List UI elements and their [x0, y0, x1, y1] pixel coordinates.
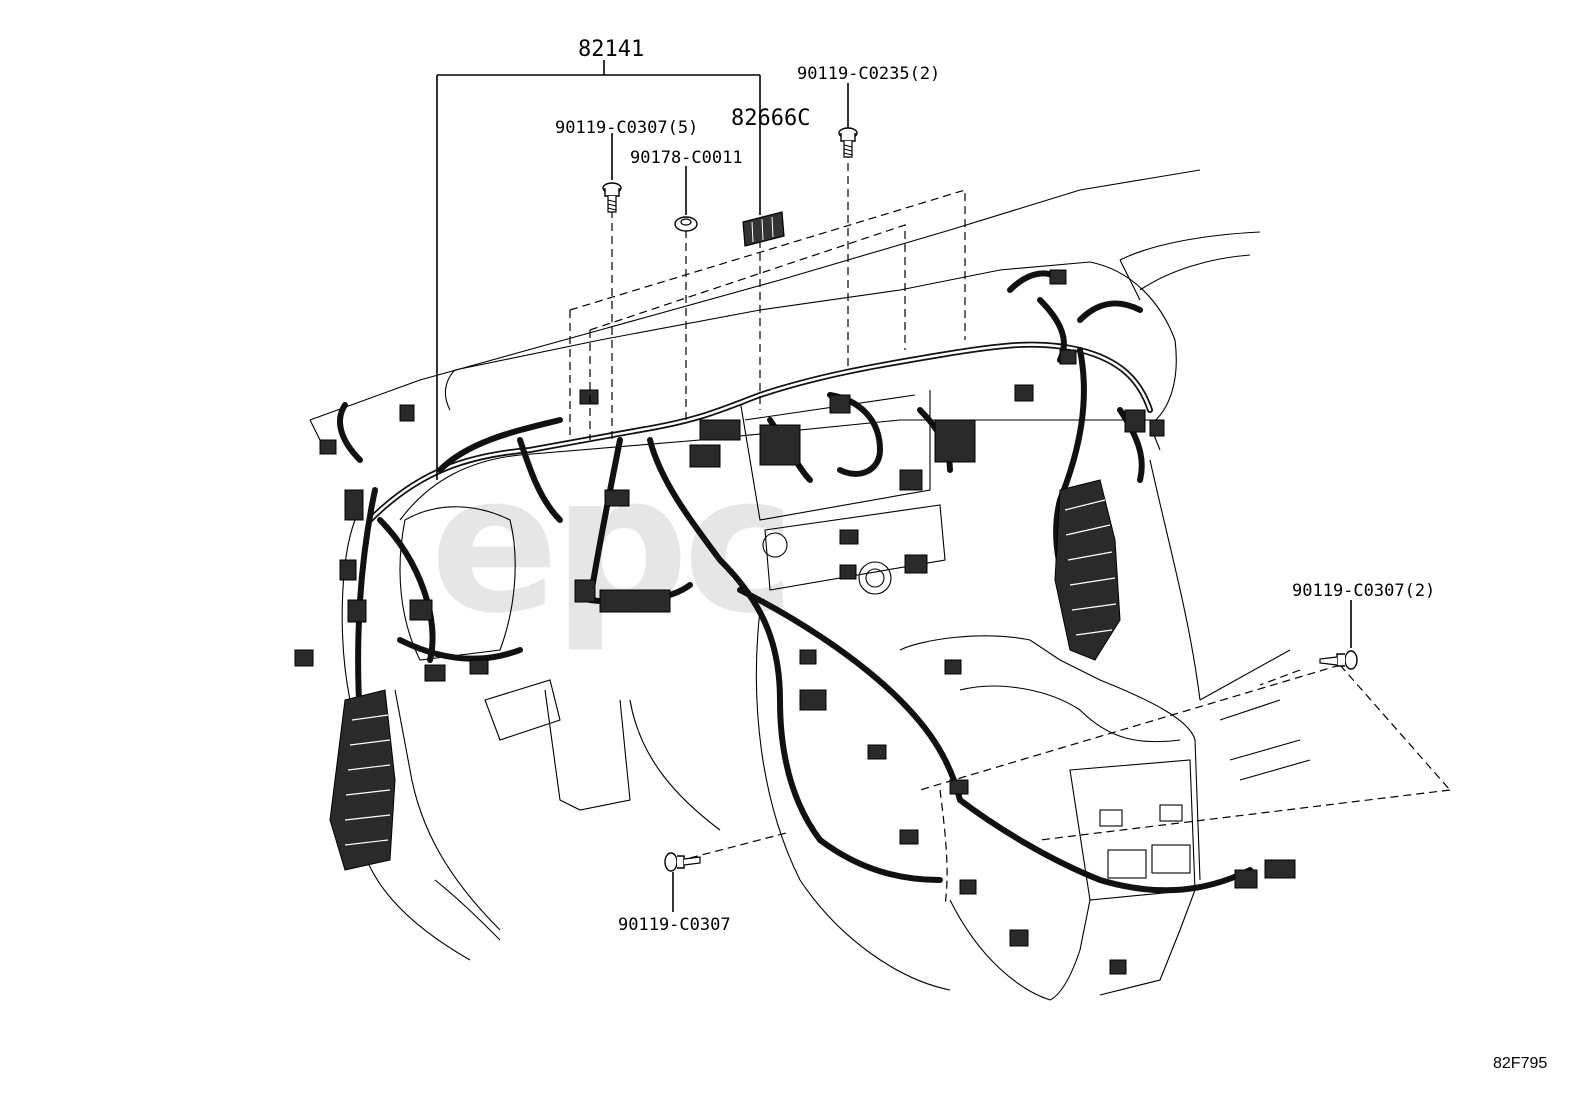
bolt-90119-c0307-x2 [1319, 650, 1358, 670]
label-82666c: 82666C [731, 106, 810, 131]
label-90119-c0307-2: 90119-C0307(2) [1292, 581, 1435, 601]
clip-90178-c0011 [674, 216, 698, 232]
label-90119-c0307-5: 90119-C0307(5) [555, 118, 698, 138]
bolt-90119-c0307 [664, 852, 701, 872]
label-90119-c0235-2: 90119-C0235(2) [797, 64, 940, 84]
label-90178-c0011: 90178-C0011 [630, 148, 743, 168]
dashed-assembly-lines [569, 150, 1451, 906]
bolt-90119-c0235 [838, 127, 858, 158]
label-82141: 82141 [578, 37, 644, 62]
label-90119-c0307: 90119-C0307 [618, 915, 731, 935]
bracket-82666c [742, 211, 785, 247]
svg-text:epc: epc [430, 434, 790, 655]
figure-code: 82F795 [1493, 1055, 1547, 1072]
right-junction-block [1054, 479, 1121, 661]
connectors [294, 269, 1296, 975]
left-junction-block [329, 689, 396, 871]
watermark: epc [430, 434, 796, 655]
leader-lines [436, 60, 1352, 912]
bolt-90119-c0307-x5 [602, 182, 622, 213]
